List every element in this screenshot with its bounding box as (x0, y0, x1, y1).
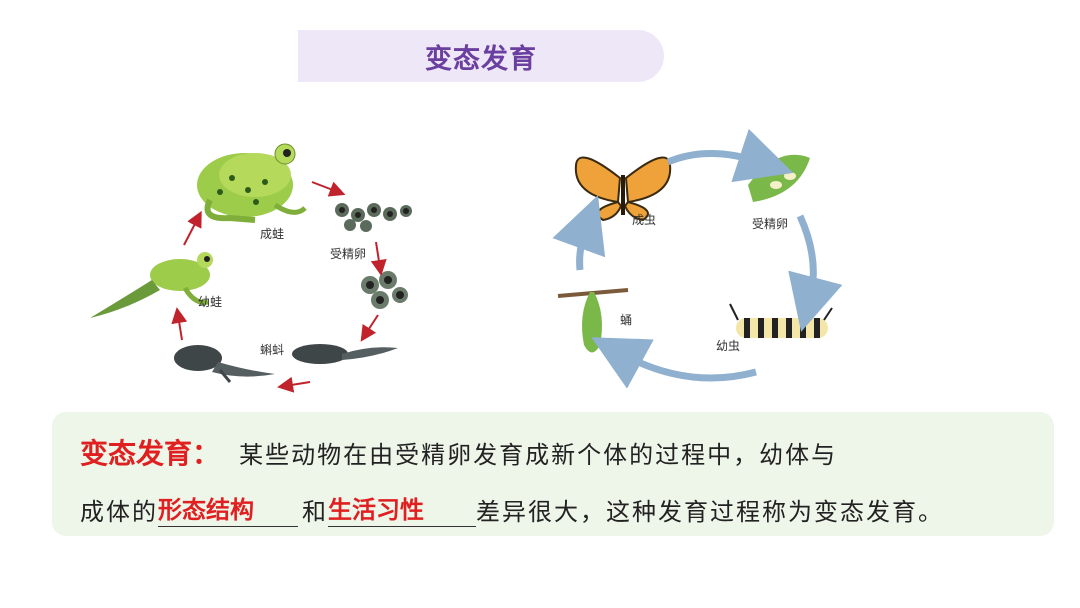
butterfly-icon (574, 156, 672, 222)
butterfly-stage-label-adult: 成虫 (632, 213, 656, 227)
caterpillar-icon (729, 303, 833, 338)
definition-line-2: 成体的形态结构 和生活习性 差异很大，这种发育过程称为变态发育。 (80, 490, 944, 527)
definition-text-2-start: 成体的 (80, 498, 158, 526)
definition-text-1: 某些动物在由受精卵发育成新个体的过程中，幼体与 (239, 441, 838, 469)
definition-text-2-end: 差异很大，这种发育过程称为变态发育。 (476, 498, 944, 526)
butterfly-stage-label-larva: 幼虫 (716, 339, 740, 353)
froglet-icon (90, 252, 213, 318)
definition-box (52, 412, 1054, 536)
blank-answer-2: 生活习性 (328, 496, 424, 524)
frog-life-cycle-diagram: 成蛙 受精卵 蝌蚪 幼蛙 (90, 143, 412, 393)
blank-answer-1: 形态结构 (158, 496, 254, 524)
butterfly-stage-label-eggs: 受精卵 (752, 217, 788, 231)
butterfly-life-cycle-diagram: 成虫 受精卵 幼虫 蛹 (552, 128, 843, 389)
definition-line-1: 变态发育： 某些动物在由受精卵发育成新个体的过程中，幼体与 (80, 432, 837, 472)
fill-blank-1: 形态结构 (158, 490, 298, 527)
page-title: 变态发育 (425, 43, 537, 75)
frog-eggs-top-icon (335, 203, 412, 232)
butterfly-stage-label-pupa: 蛹 (620, 313, 632, 327)
tadpole-large-icon (292, 344, 398, 364)
frog-stage-label-tadpole: 蝌蚪 (260, 342, 284, 357)
frog-stage-label-eggs: 受精卵 (330, 247, 366, 261)
fill-blank-2: 生活习性 (328, 490, 476, 527)
frog-stage-label-adult: 成蛙 (260, 227, 284, 241)
frog-eggs-bottom-icon (361, 271, 408, 309)
frog-stage-label-froglet: 幼蛙 (198, 295, 222, 309)
tadpole-legs-icon (174, 345, 275, 383)
adult-frog-icon (197, 143, 307, 223)
definition-connector: 和 (302, 498, 328, 526)
title-banner: 变态发育 (298, 30, 664, 82)
definition-term: 变态发育： (80, 437, 221, 470)
chrysalis-icon (557, 288, 629, 353)
